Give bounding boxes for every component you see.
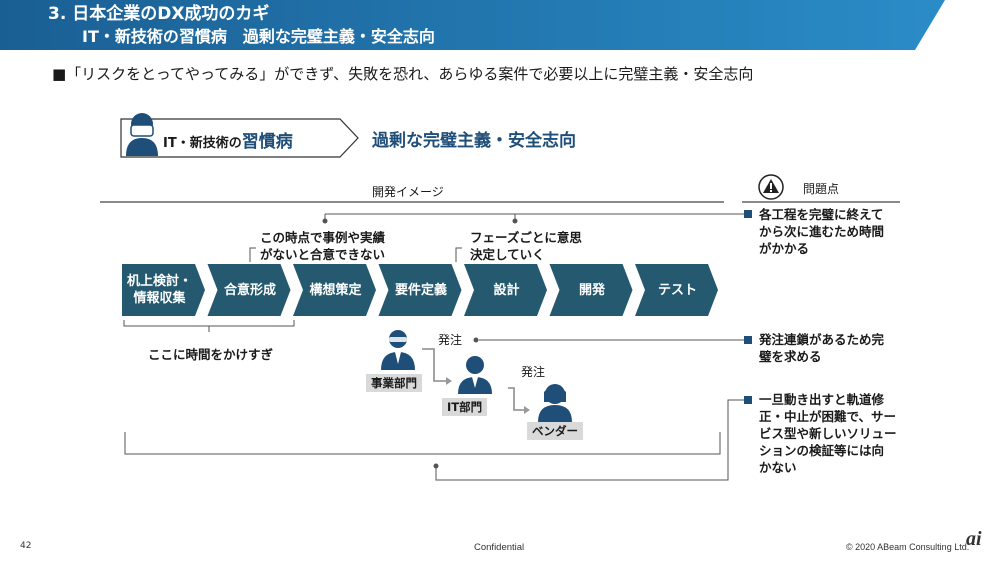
page-number: 42 — [20, 541, 32, 551]
badge-text: IT・新技術の習慣病 — [163, 127, 293, 152]
phase-chevron-4 — [378, 264, 462, 316]
logo-mark: ai — [966, 528, 982, 550]
phase-label-3: 構想策定 — [309, 282, 362, 298]
actor-vendor: ベンダー — [527, 422, 583, 440]
phase-label-6: 開発 — [578, 282, 605, 298]
phase-label-2: 合意形成 — [223, 282, 276, 298]
problem-marker-3 — [744, 396, 752, 404]
warning-icon — [758, 174, 784, 200]
phase-label-1: 机上検討・ 情報収集 — [126, 274, 192, 306]
phase-chevron-5 — [464, 264, 547, 316]
phase-chevron-2 — [207, 264, 291, 316]
right-header-label: 問題点 — [803, 182, 840, 196]
it-person-icon — [458, 356, 492, 394]
header-banner — [0, 0, 945, 50]
phase-chevron-6 — [549, 264, 633, 316]
left-header-label: 開発イメージ — [372, 185, 444, 199]
bullet-statement: ■「リスクをとってやってみる」ができず、失敗を恐れ、あらゆる案件で必要以上に完璧… — [52, 65, 754, 83]
problem-marker-1 — [744, 210, 752, 218]
header-subtitle: IT・新技術の習慣病 過剰な完璧主義・安全志向 — [82, 27, 435, 46]
badge-arrow — [120, 118, 359, 158]
callout-phase-decision: フェーズごとに意思 決定していく — [470, 230, 582, 262]
copyright: © 2020 ABeam Consulting Ltd. — [846, 542, 970, 552]
phase-label-5: 設計 — [493, 282, 520, 298]
phase-chevron-1 — [122, 264, 205, 316]
phase-chevron-3 — [293, 264, 376, 316]
callout-consensus: この時点で事例や実績 がないと合意できない — [260, 230, 386, 262]
actor-it: IT部門 — [442, 398, 488, 416]
problem-1: 各工程を完璧に終えて から次に進むため時間 がかかる — [759, 207, 885, 256]
phase-label-4: 要件定義 — [394, 282, 447, 298]
badge-title: 過剰な完璧主義・安全志向 — [372, 131, 576, 151]
vendor-person-icon — [538, 384, 572, 422]
problem-marker-2 — [744, 336, 752, 344]
header-title: 3. 日本企業のDX成功のカギ — [48, 4, 270, 24]
badge-emph: 習慣病 — [241, 132, 293, 152]
order-label-2: 発注 — [521, 365, 546, 379]
masked-person-icon — [126, 113, 158, 156]
problem-2: 発注連鎖があるため完 璧を求める — [759, 332, 885, 364]
confidential-label: Confidential — [474, 542, 525, 553]
below-text: ここに時間をかけすぎ — [148, 347, 274, 362]
badge-prefix: IT・新技術の — [163, 136, 242, 151]
problem-3: 一旦動き出すと軌道修 正・中止が困難で、サー ビス型や新しいソリュー ションの検… — [759, 392, 897, 475]
actor-business: 事業部門 — [366, 374, 422, 392]
order-label-1: 発注 — [438, 333, 463, 347]
phase-label-7: テスト — [657, 282, 697, 298]
business-person-icon — [381, 330, 415, 370]
phase-chevron-7 — [635, 264, 718, 316]
